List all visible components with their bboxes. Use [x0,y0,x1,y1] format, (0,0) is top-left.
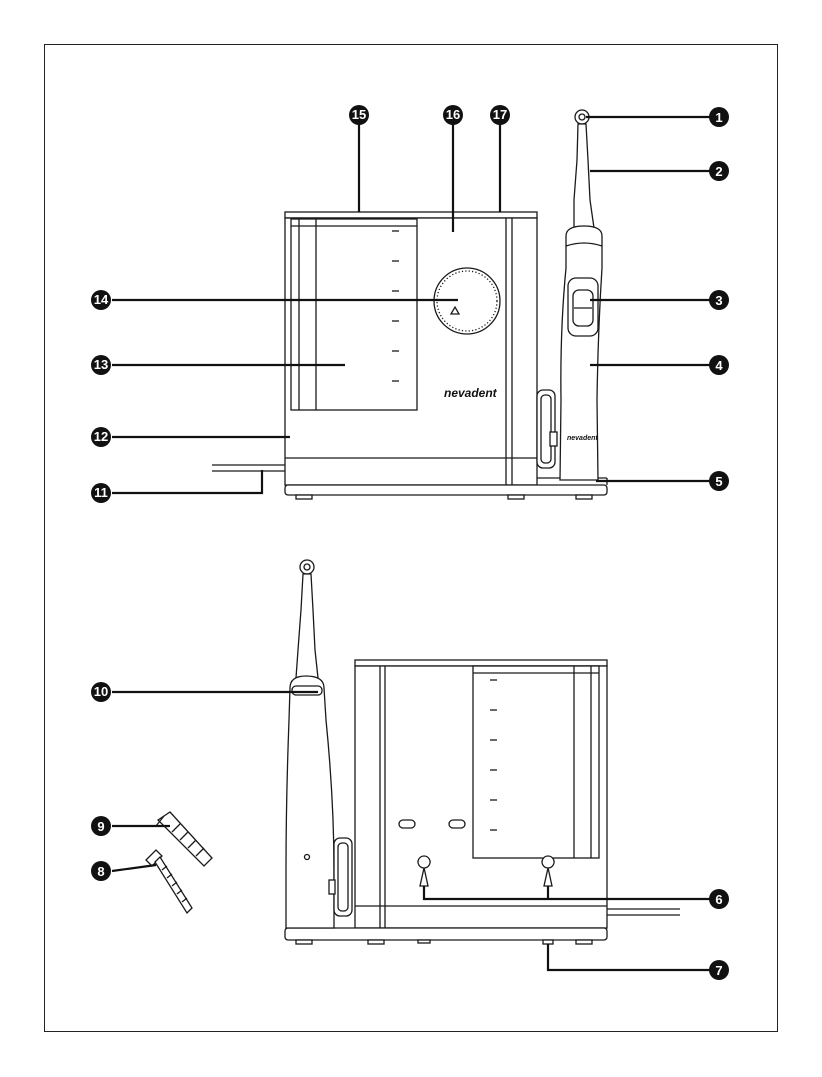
svg-text:14: 14 [94,292,109,307]
svg-text:16: 16 [446,107,460,122]
lid [285,212,537,218]
callout-1: 1 [709,107,729,127]
wall-dowel [156,812,212,866]
svg-text:6: 6 [715,892,722,907]
svg-text:2: 2 [715,164,722,179]
foot [296,495,312,499]
svg-text:12: 12 [94,429,108,444]
svg-text:1: 1 [715,110,722,125]
svg-text:7: 7 [715,963,722,978]
svg-text:15: 15 [352,107,366,122]
svg-text:8: 8 [97,864,104,879]
svg-text:17: 17 [493,107,507,122]
callout-7: 7 [709,960,729,980]
callout-17: 17 [490,105,510,125]
callout-14: 14 [91,290,111,310]
nozzle [574,124,594,228]
callout-3: 3 [709,290,729,310]
callout-2: 2 [709,161,729,181]
base-plate-back [285,928,607,940]
irrigator-back-view [285,560,680,944]
callout-4: 4 [709,355,729,375]
callout-6: 6 [709,889,729,909]
foot [508,495,524,499]
callout-8: 8 [91,861,111,881]
irrigator-handle-back [286,560,352,928]
svg-text:11: 11 [94,485,108,500]
brand-logo-main: nevadent [444,386,498,400]
release-button[interactable] [292,686,322,695]
svg-text:13: 13 [94,357,108,372]
callout-13: 13 [91,355,111,375]
callout-5: 5 [709,471,729,491]
cable-slot [543,940,553,944]
svg-text:9: 9 [97,819,104,834]
svg-text:4: 4 [715,358,723,373]
water-tank-back [473,666,599,858]
foot [576,495,592,499]
callout-11: 11 [91,483,111,503]
callout-15: 15 [349,105,369,125]
callout-10: 10 [91,682,111,702]
irrigator-handle: nevadent [560,110,602,480]
handle-body-back [286,676,334,928]
base-plate [285,485,607,495]
brand-logo-handle: nevadent [567,435,598,442]
lid-back [355,660,607,666]
wall-screw [146,850,192,913]
svg-text:10: 10 [94,684,108,699]
callout-12: 12 [91,427,111,447]
callout-9: 9 [91,816,111,836]
svg-text:5: 5 [715,474,722,489]
hose-holder [537,390,557,468]
callout-16: 16 [443,105,463,125]
irrigator-front-view: nevadent nev [212,110,607,499]
svg-text:3: 3 [715,293,722,308]
